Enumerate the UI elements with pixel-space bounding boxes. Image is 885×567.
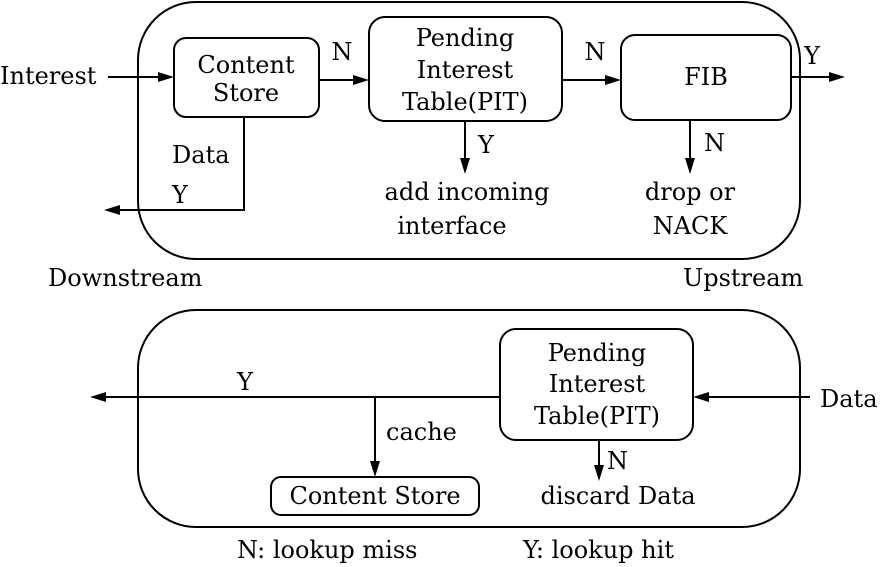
pit-hit-action-line2: interface (397, 212, 506, 240)
data-miss-n-label: N (607, 447, 628, 475)
pit-label-line2: Interest (417, 56, 514, 84)
fib-output-arrowhead (829, 72, 845, 82)
downstream-label: Downstream (48, 264, 203, 292)
cache-arrowhead (370, 461, 380, 477)
pit-hit-y-label: Y (477, 131, 495, 159)
data-content-store-label: Content Store (289, 482, 460, 510)
cs-miss-label: N (332, 38, 353, 66)
pit-label-line3: Table(PIT) (402, 88, 528, 116)
interest-panel (137, 1, 801, 260)
fib-miss-action-line2: NACK (653, 212, 729, 240)
content-store-label-line1: Content (197, 51, 295, 79)
fib-label: FIB (684, 63, 728, 91)
data-pit-label-line2: Interest (549, 370, 646, 398)
pit-box-data (499, 328, 694, 441)
legend-hit: Y: lookup hit (522, 536, 674, 564)
data-miss-arrowhead (594, 465, 604, 481)
pit-to-fib-arrowhead (605, 75, 621, 85)
data-pit-label-line1: Pending (548, 339, 647, 367)
interest-input-arrowhead (158, 72, 174, 82)
data-panel (137, 309, 801, 528)
fib-miss-arrowhead (685, 158, 695, 174)
pit-hit-action-line1: add incoming (385, 178, 550, 206)
cs-hit-data-arrow (118, 117, 245, 211)
cs-hit-data-arrowhead (104, 205, 120, 215)
data-miss-action: discard Data (540, 482, 695, 510)
upstream-label: Upstream (683, 264, 804, 292)
data-input-label: Data (820, 385, 878, 413)
interest-input-label: Interest (0, 62, 97, 90)
pit-hit-arrowhead (460, 158, 470, 174)
legend-miss: N: lookup miss (237, 536, 418, 564)
data-hit-y-label: Y (236, 368, 254, 396)
pit-label-line1: Pending (416, 24, 515, 52)
fib-hit-label: Y (803, 42, 821, 70)
cs-to-pit-arrowhead (353, 75, 369, 85)
cache-label: cache (386, 418, 457, 446)
pit-miss-label: N (585, 38, 606, 66)
cs-hit-y-label: Y (171, 181, 189, 209)
cs-hit-data-label: Data (172, 141, 230, 169)
data-input-arrowhead (693, 392, 709, 402)
content-store-box-data (270, 476, 480, 516)
data-hit-arrowhead (90, 392, 106, 402)
data-pit-label-line3: Table(PIT) (534, 402, 660, 430)
fib-miss-n-label: N (704, 129, 725, 157)
fib-miss-action-line1: drop or (645, 178, 736, 206)
content-store-box (173, 37, 320, 118)
content-store-label-line2: Store (213, 79, 279, 107)
